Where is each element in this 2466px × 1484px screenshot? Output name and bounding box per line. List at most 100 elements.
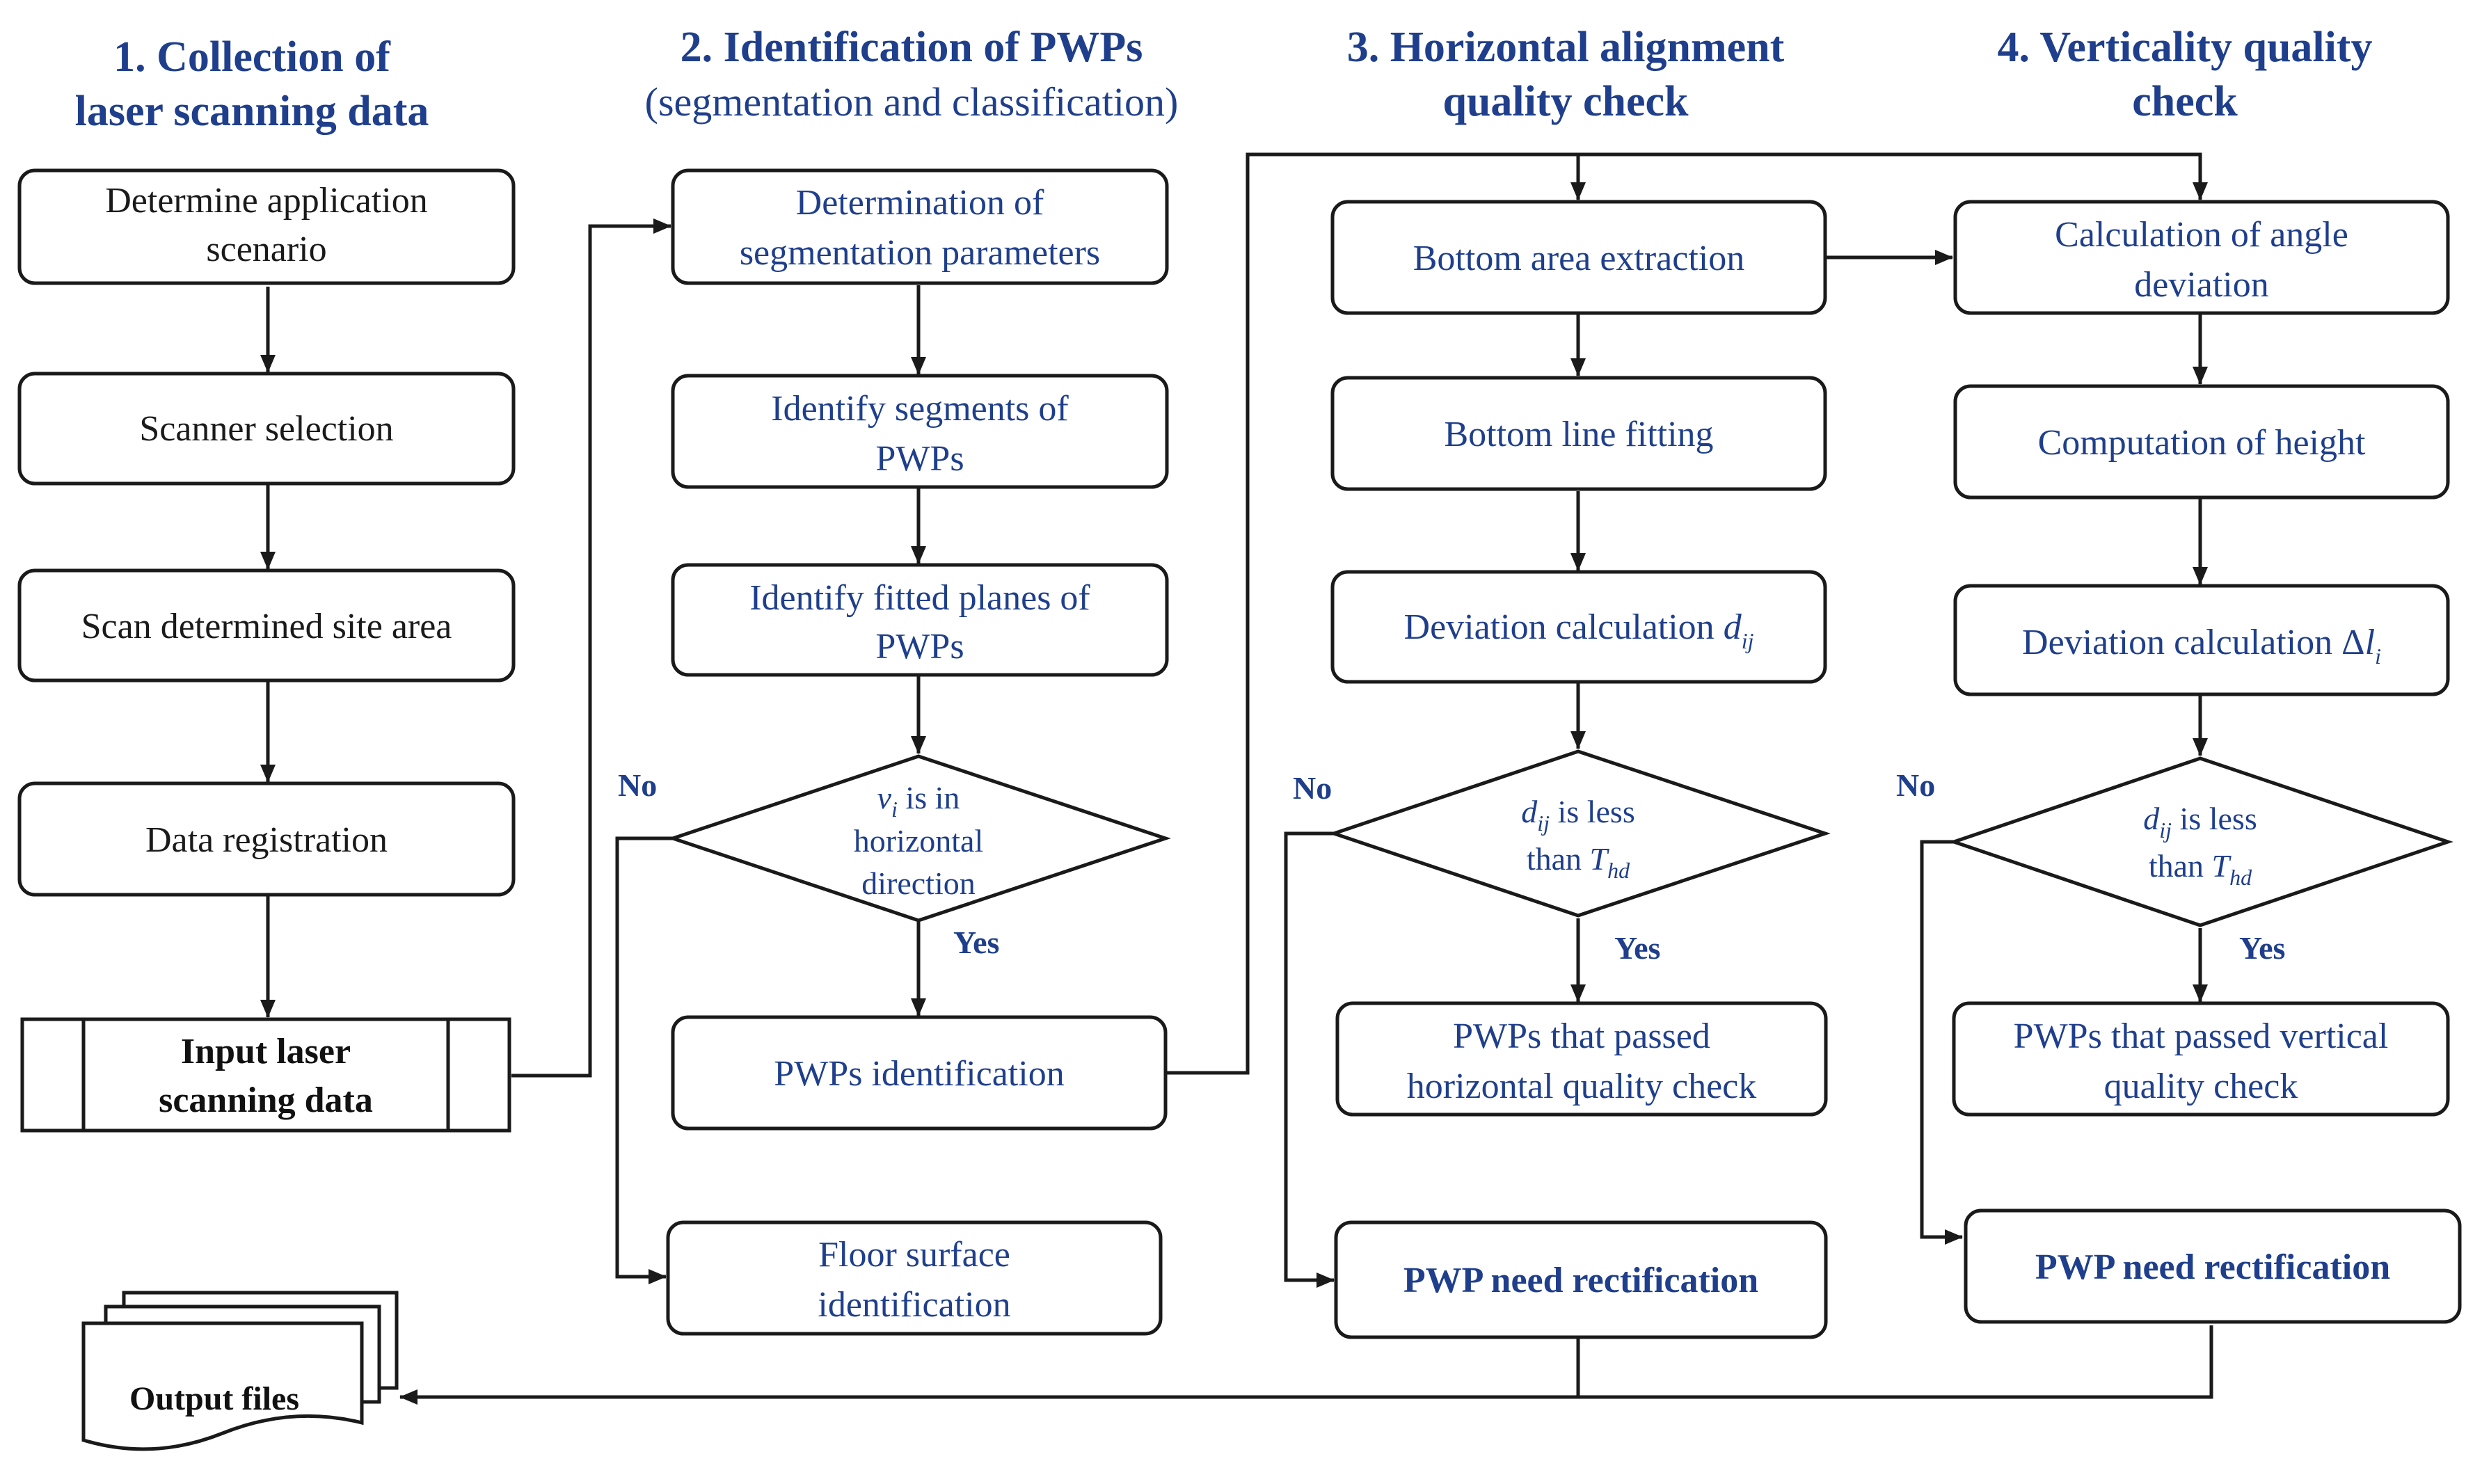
node-decision-v-line1: dij is less <box>2143 801 2257 843</box>
node-bottom-area: Bottom area extraction <box>1330 200 1827 315</box>
node-bottom-area-line1: Bottom area extraction <box>1413 239 1744 278</box>
header-identification-line1: 2. Identification of PWPs <box>681 24 1143 71</box>
node-rect-v-line1: PWP need rectification <box>2035 1247 2390 1287</box>
deviation-h-text: Deviation calculation <box>1404 607 1724 647</box>
node-pass-h-line1: PWPs that passed <box>1453 1016 1710 1056</box>
edge-decisionh-no-to-rect <box>1284 831 1335 1288</box>
node-rect-h-line1: PWP need rectification <box>1403 1261 1758 1300</box>
node-input-data-line2: scanning data <box>159 1080 373 1120</box>
node-decision-v: dij is less than Thd <box>1948 756 2453 927</box>
decision-rest: is in <box>898 780 960 815</box>
node-identify-planes-line1: Identify fitted planes of <box>749 578 1090 618</box>
node-pass-h-line2: horizontal quality check <box>1407 1067 1756 1106</box>
node-angle-dev-line2: deviation <box>2134 265 2269 305</box>
deviation-v-sub: i <box>2375 644 2381 669</box>
node-deviation-h: Deviation calculation dij <box>1330 570 1827 684</box>
header-collection-line1: 1. Collection of <box>113 33 391 81</box>
node-pass-v-line1: PWPs that passed vertical <box>2014 1016 2389 1056</box>
decision-v-text2: than <box>2149 848 2212 884</box>
node-determine-scenario: Determine application scenario <box>17 168 516 285</box>
node-pass-v-line2: quality check <box>2104 1067 2298 1106</box>
node-pass-v: PWPs that passed vertical quality check <box>1952 1001 2450 1117</box>
node-floor-surface: Floor surface identification <box>666 1220 1163 1336</box>
node-height: Computation of height <box>1953 384 2450 500</box>
decision-h-rest: is less <box>1550 794 1635 829</box>
node-input-data: Input laser scanning data <box>20 1017 511 1133</box>
deviation-h-sym: d <box>1724 607 1742 647</box>
edge-decision-no-to-floor <box>615 836 673 1284</box>
header-collection: 1. Collection of laser scanning data <box>75 33 429 135</box>
deviation-v-text: Deviation calculation Δ <box>2022 623 2365 662</box>
decision-h-sub: ij <box>1537 811 1550 836</box>
deviation-v-sym: l <box>2365 623 2375 662</box>
node-decision-h: dij is less than Thd <box>1328 749 1831 918</box>
node-identify-segments-line2: PWPs <box>875 439 964 479</box>
node-height-line1: Computation of height <box>2038 423 2366 463</box>
decision-v-sub2: hd <box>2229 865 2252 890</box>
node-pass-h: PWPs that passed horizontal quality chec… <box>1335 1001 1828 1117</box>
edge-label-yes-2: Yes <box>1614 930 1660 966</box>
node-scanner-selection: Scanner selection <box>17 372 516 486</box>
header-verticality-line2: check <box>2132 78 2238 125</box>
node-data-registration: Data registration <box>17 781 516 897</box>
edge-label-no-3: No <box>1896 767 1935 803</box>
node-deviation-v: Deviation calculation Δli <box>1953 584 2450 696</box>
node-seg-params: Determination of segmentation parameters <box>671 168 1169 285</box>
node-bottom-line: Bottom line fitting <box>1330 376 1827 491</box>
header-verticality: 4. Verticality quality check <box>1997 24 2372 125</box>
node-input-data-line1: Input laser <box>181 1032 351 1071</box>
decision-v-sym2: T <box>2212 848 2232 884</box>
edge-rectv-to-output <box>1578 1325 2213 1399</box>
edge-label-yes-1: Yes <box>953 925 999 960</box>
edge-label-yes-3: Yes <box>2239 930 2285 966</box>
node-seg-params-line1: Determination of <box>796 183 1044 223</box>
node-scan-site: Scan determined site area <box>17 568 516 683</box>
node-data-registration-line1: Data registration <box>145 820 388 860</box>
edge-label-no-2: No <box>1293 770 1332 806</box>
node-bottom-line-line1: Bottom line fitting <box>1444 415 1713 454</box>
node-scan-site-line1: Scan determined site area <box>81 607 452 646</box>
node-decision-horizontal-direction-line3: direction <box>861 865 976 901</box>
node-deviation-v-line1: Deviation calculation Δli <box>2022 623 2381 669</box>
header-verticality-line1: 4. Verticality quality <box>1997 24 2372 71</box>
edge-input-to-segparams <box>511 218 671 1078</box>
node-output-files: Output files <box>81 1291 399 1451</box>
node-identify-planes: Identify fitted planes of PWPs <box>671 563 1169 677</box>
node-seg-params-line2: segmentation parameters <box>740 233 1100 273</box>
edge-bus-to-angle <box>1578 152 2208 200</box>
deviation-h-sub: ij <box>1742 628 1754 653</box>
header-identification-line2: (segmentation and classification) <box>645 79 1179 125</box>
decision-h-text2: than <box>1527 841 1590 877</box>
decision-v-sym: d <box>2143 801 2160 836</box>
node-output-files-line1: Output files <box>129 1380 299 1417</box>
node-determine-scenario-line2: scenario <box>206 230 326 269</box>
node-rect-v: PWP need rectification <box>1964 1208 2462 1324</box>
node-identify-segments: Identify segments of PWPs <box>671 374 1169 489</box>
header-horizontal-line1: 3. Horizontal alignment <box>1347 24 1785 71</box>
node-decision-h-line2: than Thd <box>1527 841 1630 883</box>
edge-pwpsid-to-top-bus <box>1166 152 1578 1075</box>
header-horizontal: 3. Horizontal alignment quality check <box>1347 24 1785 125</box>
node-identify-segments-line1: Identify segments of <box>771 389 1069 429</box>
header-collection-line2: laser scanning data <box>75 88 429 135</box>
node-rect-h: PWP need rectification <box>1334 1220 1828 1339</box>
decision-sym: v <box>877 780 892 815</box>
node-floor-surface-line1: Floor surface <box>818 1235 1010 1275</box>
decision-h-sym2: T <box>1590 841 1610 877</box>
edges <box>260 152 2213 1405</box>
node-deviation-h-line1: Deviation calculation dij <box>1404 607 1754 653</box>
decision-h-sub2: hd <box>1607 858 1630 883</box>
node-identify-planes-line2: PWPs <box>875 627 964 667</box>
node-decision-h-line1: dij is less <box>1521 794 1634 836</box>
decision-sub: i <box>891 797 898 822</box>
header-identification: 2. Identification of PWPs (segmentation … <box>645 24 1179 125</box>
node-pwps-identification-line1: PWPs identification <box>774 1054 1064 1094</box>
node-pwps-identification: PWPs identification <box>671 1015 1168 1131</box>
edge-label-no-1: No <box>618 767 657 803</box>
header-horizontal-line2: quality check <box>1442 78 1689 125</box>
node-decision-v-line2: than Thd <box>2149 848 2252 890</box>
node-floor-surface-line2: identification <box>818 1285 1010 1325</box>
node-decision-horizontal-direction: vi is in horizontal direction <box>667 754 1171 923</box>
